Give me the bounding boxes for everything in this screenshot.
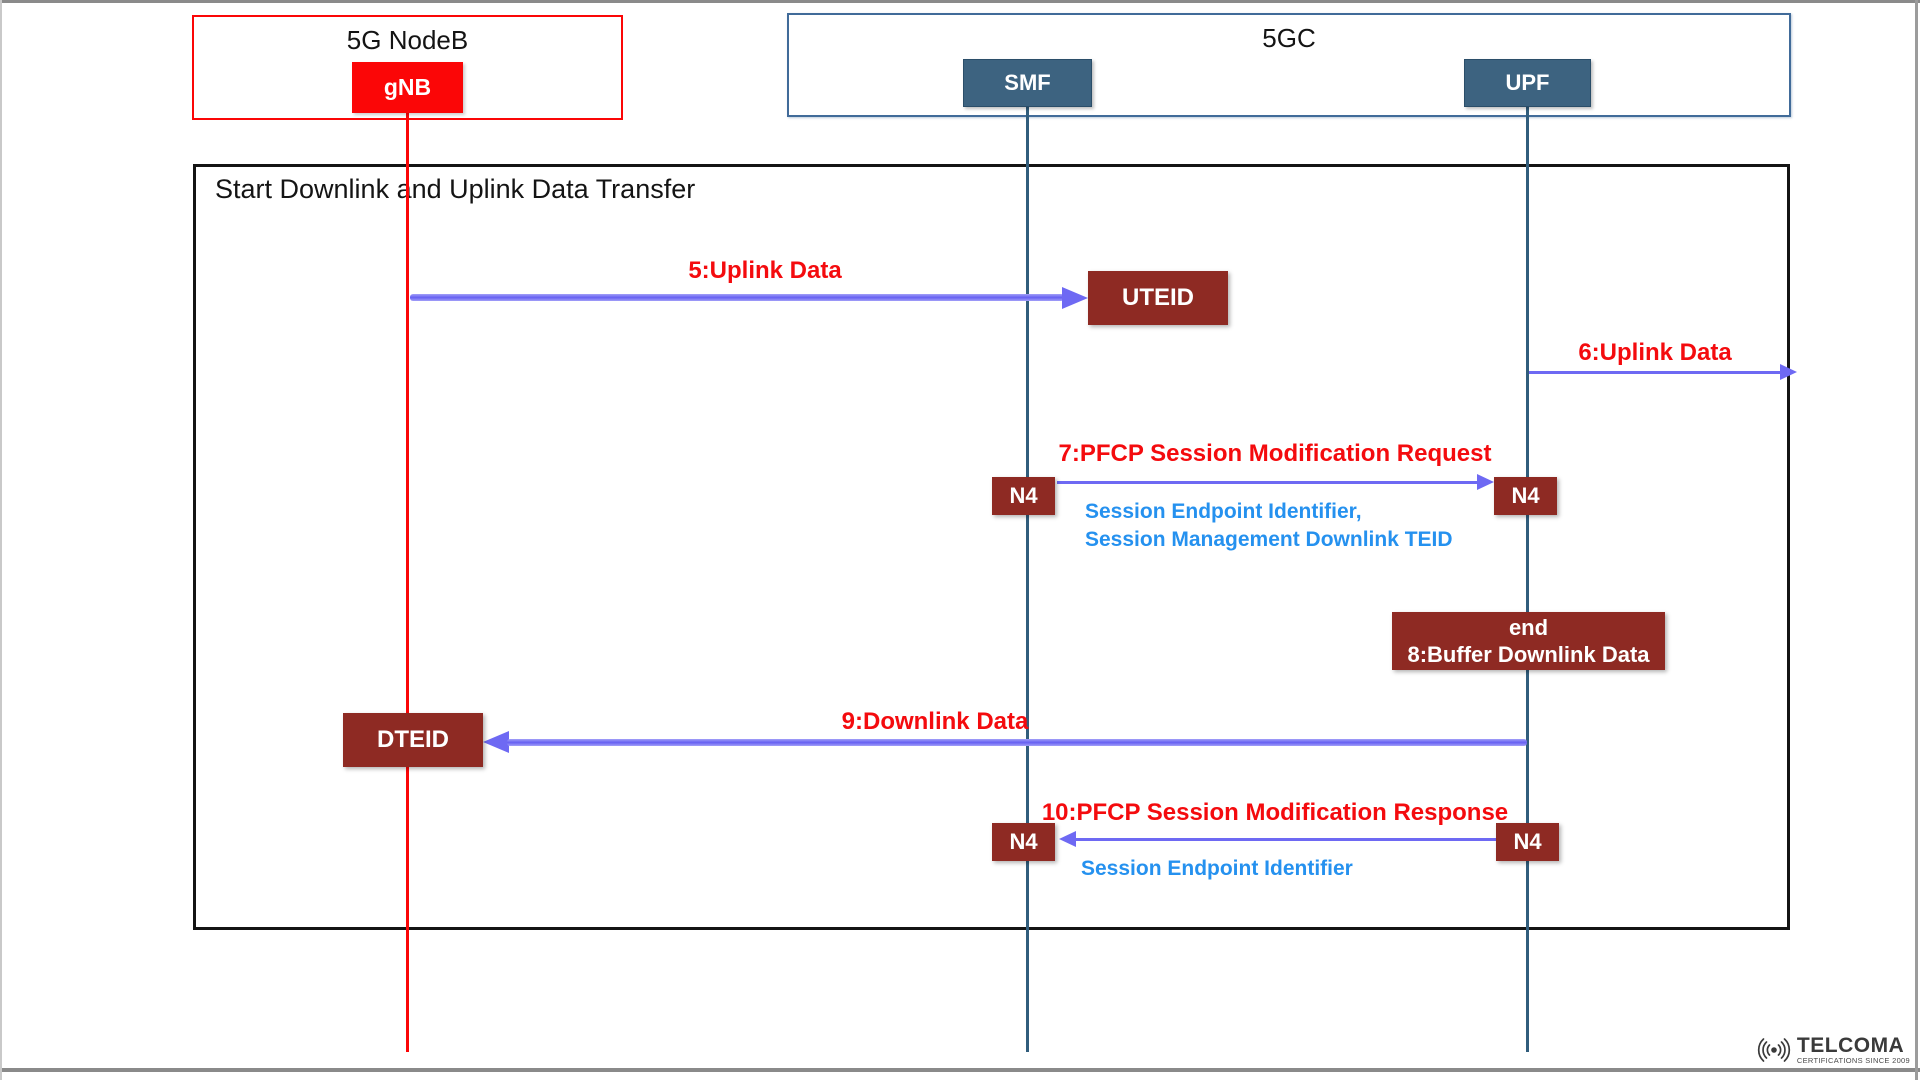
slide-border-bottom [0, 1068, 1920, 1072]
message-9-arrow-line [507, 739, 1527, 746]
lifeline-upf [1526, 107, 1529, 1052]
message-7-label: 7:PFCP Session Modification Request [1058, 440, 1492, 467]
slide-border-left [0, 0, 2, 1080]
radio-waves-icon [1757, 1038, 1791, 1062]
note-buffer-downlink-line2: 8:Buffer Downlink Data [1407, 642, 1650, 667]
interaction-frame [193, 164, 1790, 930]
message-7-arrowhead-icon [1477, 474, 1494, 490]
note-buffer-downlink-line1: end [1508, 615, 1549, 640]
frame-title: Start Downlink and Uplink Data Transfer [215, 174, 696, 204]
telcoma-brand: TELCOMA [1796, 1034, 1905, 1058]
slide-border-top [0, 0, 1920, 3]
endpoint-dteid: DTEID [343, 713, 483, 767]
message-6-arrow-line [1529, 371, 1781, 374]
port-n4-smf-response: N4 [992, 823, 1055, 861]
message-7-parameters: Session Endpoint Identifier, Session Man… [1085, 498, 1453, 554]
message-6-arrowhead-icon [1780, 364, 1797, 380]
message-9-arrowhead-icon [483, 731, 509, 753]
actor-group-5gc-title: 5GC [1262, 23, 1316, 53]
message-10-parameters: Session Endpoint Identifier [1081, 857, 1353, 880]
message-5-label: 5:Uplink Data [688, 257, 842, 284]
message-7-param-1: Session Endpoint Identifier, [1085, 500, 1362, 523]
endpoint-uteid: UTEID [1088, 271, 1228, 325]
telcoma-tagline: CERTIFICATIONS SINCE 2009 [1796, 1056, 1910, 1066]
port-n4-upf-response: N4 [1496, 823, 1559, 861]
actor-smf: SMF [963, 59, 1092, 107]
lifeline-smf [1026, 107, 1029, 1052]
message-5-arrowhead-icon [1062, 287, 1088, 309]
actor-upf: UPF [1464, 59, 1591, 107]
message-9-label: 9:Downlink Data [841, 708, 1029, 735]
message-7-arrow-line [1057, 481, 1480, 484]
note-buffer-downlink: end 8:Buffer Downlink Data [1392, 612, 1665, 670]
slide-border-right [1915, 0, 1918, 1080]
message-7-param-2: Session Management Downlink TEID [1085, 528, 1453, 551]
actor-gnb: gNB [352, 62, 463, 113]
message-10-label: 10:PFCP Session Modification Response [1041, 799, 1509, 826]
actor-group-5g-nodeb-title: 5G NodeB [346, 25, 469, 55]
lifeline-gnb [406, 113, 409, 1052]
telcoma-logo: TELCOMA CERTIFICATIONS SINCE 2009 [1754, 1034, 1910, 1066]
telcoma-logo-text: TELCOMA CERTIFICATIONS SINCE 2009 [1797, 1035, 1910, 1065]
actor-group-5gc: 5GC [787, 13, 1791, 117]
port-n4-smf-request: N4 [992, 477, 1055, 515]
message-6-label: 6:Uplink Data [1578, 339, 1732, 366]
port-n4-upf-request: N4 [1494, 477, 1557, 515]
message-5-arrow-line [410, 294, 1064, 301]
message-10-arrowhead-icon [1059, 831, 1076, 847]
message-10-arrow-line [1075, 838, 1496, 841]
